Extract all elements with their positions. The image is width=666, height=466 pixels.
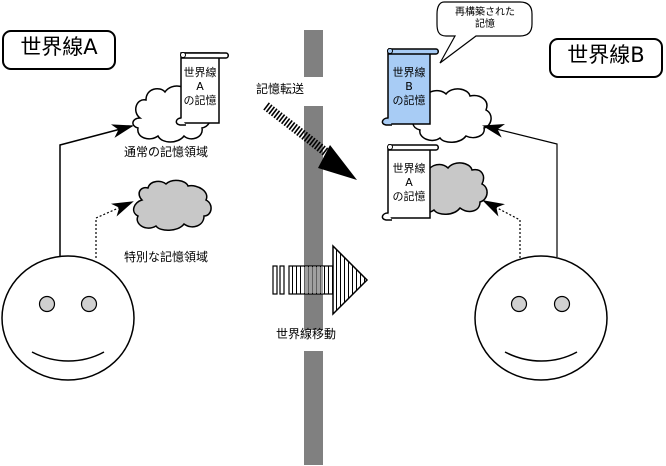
scroll-right-b-text: 世界線 B の記憶 <box>392 66 426 107</box>
special-memory-cloud-left <box>132 179 212 231</box>
world-line-a-title: 世界線A <box>2 30 116 70</box>
speech-bubble-text: 再構築された 記憶 <box>455 7 515 30</box>
eye-right <box>80 295 98 313</box>
world-line-a-title-text: 世界線A <box>20 35 98 59</box>
face-right <box>474 255 608 381</box>
scroll-right-a-text: 世界線 A の記憶 <box>392 162 426 203</box>
memory-scroll-right-a <box>381 144 439 221</box>
world-line-b-title: 世界線B <box>549 38 663 78</box>
divider-segment <box>304 30 323 77</box>
eye-left <box>510 295 528 313</box>
arrow-to-normal-memory-right <box>482 123 558 257</box>
world-line-b-title-text: 世界線B <box>567 43 645 67</box>
special-memory-area-label: 特別な記憶領域 <box>124 250 209 264</box>
world-line-divider <box>304 30 323 465</box>
smile <box>31 351 105 362</box>
eye-right <box>553 295 571 313</box>
arrow-to-special-memory-left <box>95 201 134 258</box>
arrow-to-special-memory-right <box>482 200 521 258</box>
scroll-left-a-text: 世界線 A の記憶 <box>183 66 217 107</box>
face-left <box>1 255 135 381</box>
speech-bubble <box>436 1 533 64</box>
memory-transfer-arrow <box>263 102 357 180</box>
world-line-move-arrow <box>272 244 369 316</box>
memory-transfer-label: 記憶転送 <box>256 82 305 96</box>
normal-memory-cloud-right <box>412 88 492 143</box>
normal-memory-area-label: 通常の記憶領域 <box>124 145 209 159</box>
arrow-to-normal-memory-left <box>59 124 134 257</box>
world-line-move-label: 世界線移動 <box>276 327 337 341</box>
smile <box>504 351 578 362</box>
divider-segment <box>304 351 323 465</box>
eye-left <box>38 295 56 313</box>
memory-scroll-reconstructed-b <box>381 48 439 126</box>
memory-scroll-left <box>175 52 229 126</box>
